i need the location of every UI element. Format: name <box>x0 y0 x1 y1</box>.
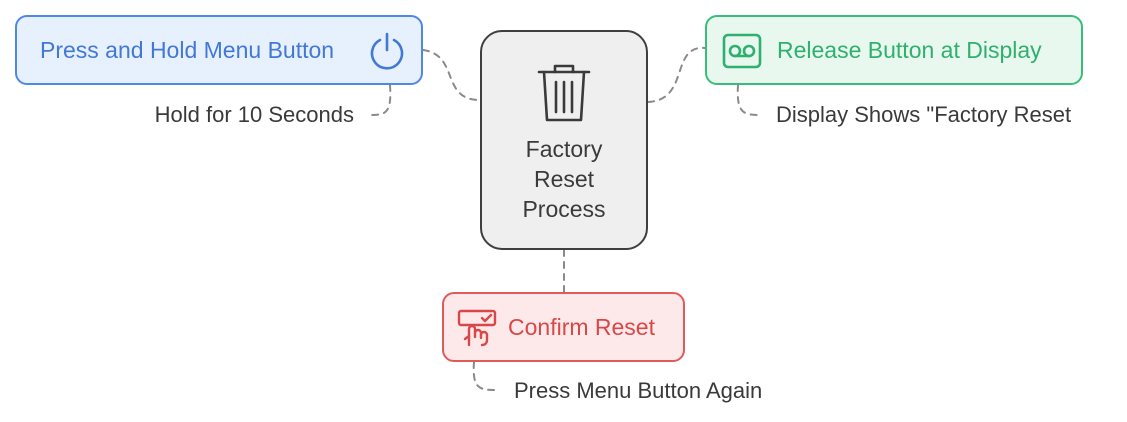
center-node-label: Factory Reset Process <box>522 136 606 222</box>
trash-icon <box>533 60 595 122</box>
connector-confirm-to-note <box>472 361 499 391</box>
node-press-and-hold: Press and Hold Menu Button <box>15 15 423 85</box>
node-release-button-label: Release Button at Display <box>777 36 1042 63</box>
note-press-again: Press Menu Button Again <box>514 378 763 403</box>
connector-press-hold-to-note <box>367 84 392 116</box>
power-icon <box>367 31 407 71</box>
connector-center-to-release <box>647 46 706 103</box>
node-press-and-hold-label: Press and Hold Menu Button <box>40 36 335 63</box>
node-release-button: Release Button at Display <box>705 15 1083 85</box>
note-display-shows: Display Shows "Factory Reset <box>776 102 1072 127</box>
note-hold-duration: Hold for 10 Seconds <box>154 102 354 127</box>
node-confirm-reset: Confirm Reset <box>442 292 685 362</box>
center-node-factory-reset: Factory Reset Process <box>480 30 648 250</box>
connector-press-hold-to-center <box>422 49 481 101</box>
voicemail-icon <box>721 30 763 72</box>
connector-release-to-note <box>736 84 763 116</box>
node-confirm-reset-label: Confirm Reset <box>508 313 655 340</box>
hand-touch-icon <box>457 309 497 347</box>
